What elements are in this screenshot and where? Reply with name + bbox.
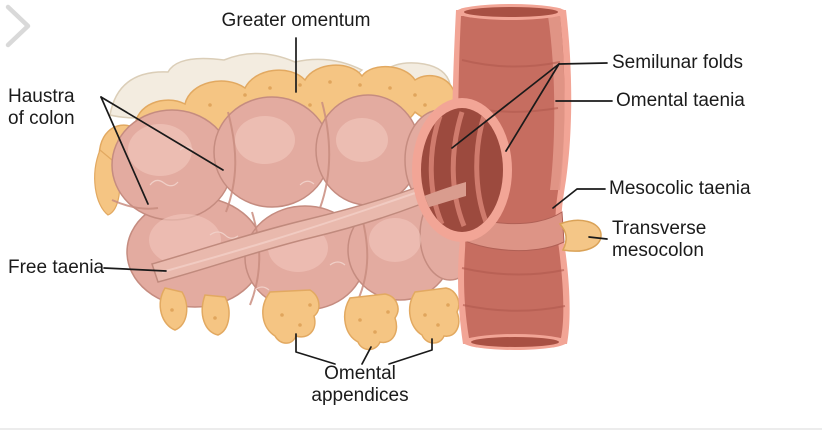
cut-opening bbox=[412, 98, 512, 242]
label-haustra-of-colon: Haustra of colon bbox=[8, 86, 75, 130]
label-mesocolic-taenia: Mesocolic taenia bbox=[609, 178, 751, 199]
label-free-taenia: Free taenia bbox=[8, 257, 105, 278]
label-greater-omentum: Greater omentum bbox=[221, 10, 371, 31]
label-semilunar-folds: Semilunar folds bbox=[612, 52, 743, 73]
semilunar-fold bbox=[428, 115, 445, 226]
vein-texture bbox=[149, 146, 346, 291]
next-chevron-icon[interactable] bbox=[0, 0, 40, 52]
label-transverse-mesocolon: Transverse mesocolon bbox=[612, 218, 707, 262]
cut-section bbox=[412, 4, 602, 350]
transverse-mesocolon-flap bbox=[558, 219, 602, 252]
semilunar-fold bbox=[474, 115, 489, 223]
semilunar-fold bbox=[450, 111, 467, 227]
omental-appendices-fat bbox=[159, 287, 460, 351]
bottom-divider bbox=[0, 428, 822, 430]
label-omental-appendices: Omental appendices bbox=[311, 363, 409, 407]
omental-taenia-band bbox=[548, 16, 565, 190]
leader-lines bbox=[100, 37, 613, 365]
label-omental-taenia: Omental taenia bbox=[616, 90, 745, 111]
